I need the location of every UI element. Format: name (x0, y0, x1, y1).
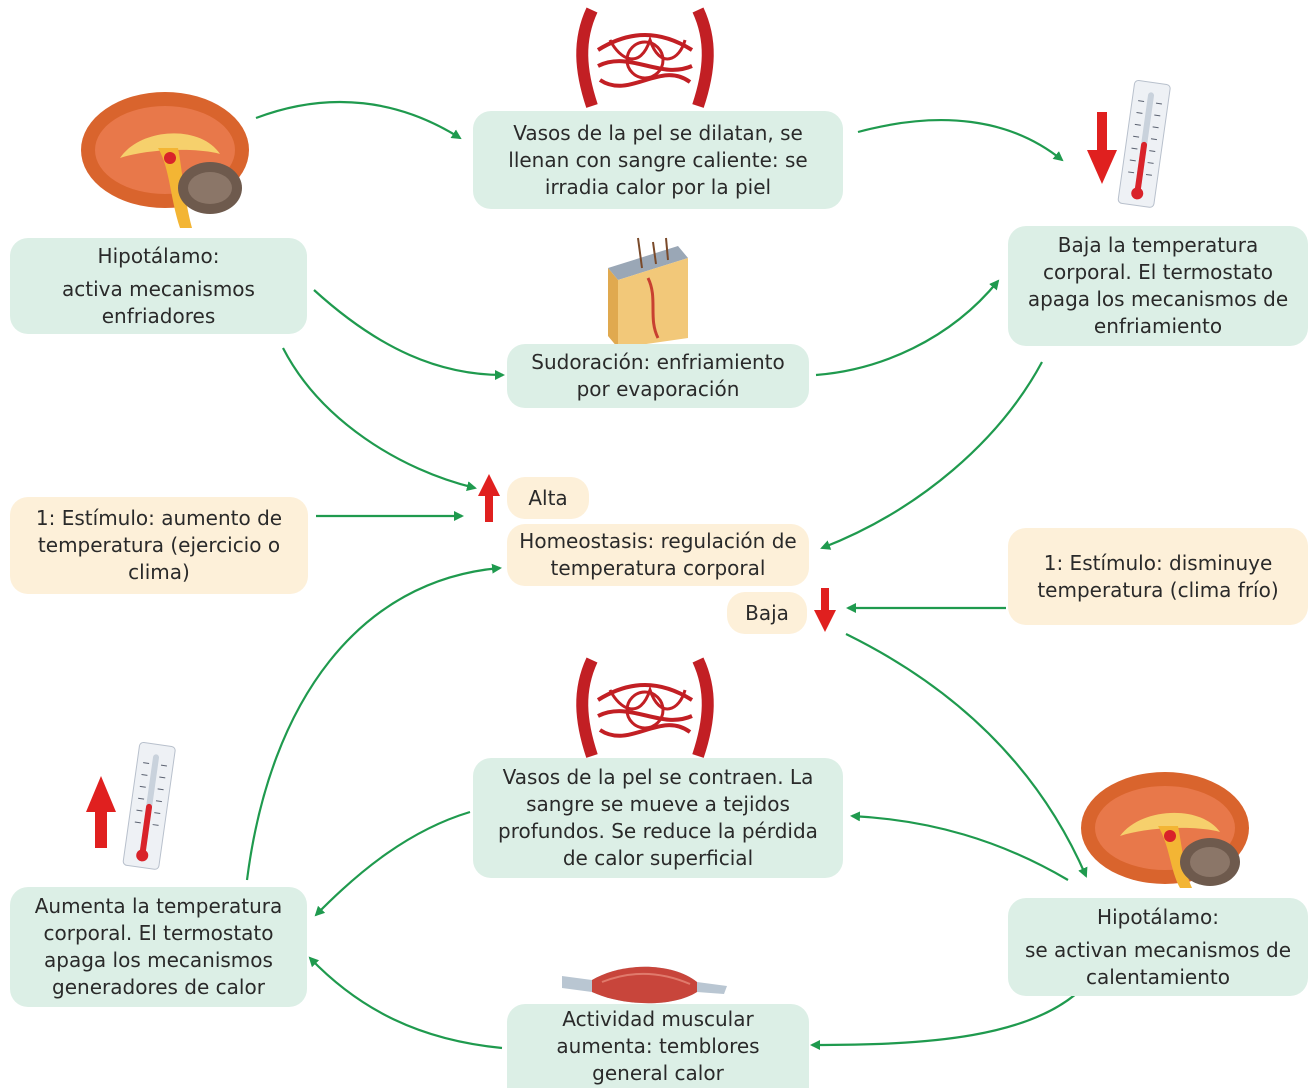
baja-label: Baja (727, 592, 807, 634)
skin-layers-icon (608, 238, 688, 348)
actividad-muscular-box: Actividad muscular aumenta: temblores ge… (507, 1004, 809, 1088)
blood-vessels-icon (582, 10, 708, 106)
hipotalamo-warming-box: Hipotálamo: se activan mecanismos de cal… (1008, 898, 1308, 996)
vasos-contraen-box: Vasos de la pel se contraen. La sangre s… (473, 758, 843, 878)
baja-text: Baja (745, 600, 789, 627)
hipotalamo-cooling-text: activa mecanismos enfriadores (20, 276, 297, 330)
hipotalamo-warming-text: se activan mecanismos de calentamiento (1018, 937, 1298, 991)
baja-temperatura-box: Baja la temperatura corporal. El termost… (1008, 226, 1308, 346)
thermometer-icon (1118, 80, 1171, 208)
arrow-brain-to-vasos (256, 102, 460, 138)
estimulo-disminuye-box: 1: Estímulo: disminuye temperatura (clim… (1008, 528, 1308, 625)
brain-icon (81, 92, 249, 228)
actividad-muscular-text: Actividad muscular aumenta: temblores ge… (517, 1006, 799, 1087)
vasos-dilatan-text: Vasos de la pel se dilatan, se llenan co… (483, 120, 833, 201)
arrow-vasos-to-thermo (858, 120, 1062, 160)
homeostasis-text: Homeostasis: regulación de temperatura c… (517, 528, 799, 582)
arrow-muscular-to-aumenta (310, 958, 502, 1048)
hipotalamo-cooling-box: Hipotálamo: activa mecanismos enfriadore… (10, 238, 307, 334)
estimulo-aumento-box: 1: Estímulo: aumento de temperatura (eje… (10, 497, 308, 594)
hipotalamo-title: Hipotálamo: (98, 243, 220, 270)
red-arrow-up-icon (86, 776, 116, 848)
arrow-hipo-to-alta (283, 348, 475, 488)
arrow-hipo-to-sudoracion (314, 290, 503, 375)
estimulo-disminuye-text: 1: Estímulo: disminuye temperatura (clim… (1018, 550, 1298, 604)
vasos-contraen-text: Vasos de la pel se contraen. La sangre s… (483, 764, 833, 872)
estimulo-aumento-text: 1: Estímulo: aumento de temperatura (eje… (20, 505, 298, 586)
arrow-baja-to-hipo (846, 634, 1086, 876)
thermometer-icon (123, 742, 176, 870)
arrow-vasos-contraen-to-aumenta (316, 812, 470, 915)
red-arrow-down-icon (1087, 112, 1117, 184)
baja-temperatura-text: Baja la temperatura corporal. El termost… (1018, 232, 1298, 340)
blood-vessels-icon (582, 660, 708, 756)
vasos-dilatan-box: Vasos de la pel se dilatan, se llenan co… (473, 111, 843, 209)
sudoracion-text: Sudoración: enfriamiento por evaporación (517, 349, 799, 403)
hipotalamo-title: Hipotálamo: (1097, 904, 1219, 931)
muscle-icon (562, 967, 727, 1004)
alta-text: Alta (528, 485, 567, 512)
arrow-sudoracion-to-baja (816, 281, 998, 375)
alta-label: Alta (507, 477, 589, 519)
sudoracion-box: Sudoración: enfriamiento por evaporación (507, 344, 809, 408)
arrow-hipo-to-vasos-contraen (852, 816, 1068, 880)
homeostasis-box: Homeostasis: regulación de temperatura c… (507, 524, 809, 586)
arrow-aumenta-to-homeostasis (247, 568, 500, 880)
red-arrow-down-icon (814, 588, 836, 632)
aumenta-temperatura-box: Aumenta la temperatura corporal. El term… (10, 887, 307, 1007)
red-arrow-up-icon (478, 474, 500, 522)
aumenta-temperatura-text: Aumenta la temperatura corporal. El term… (20, 893, 297, 1001)
arrow-baja-to-homeostasis (822, 362, 1042, 548)
brain-icon (1081, 772, 1249, 888)
